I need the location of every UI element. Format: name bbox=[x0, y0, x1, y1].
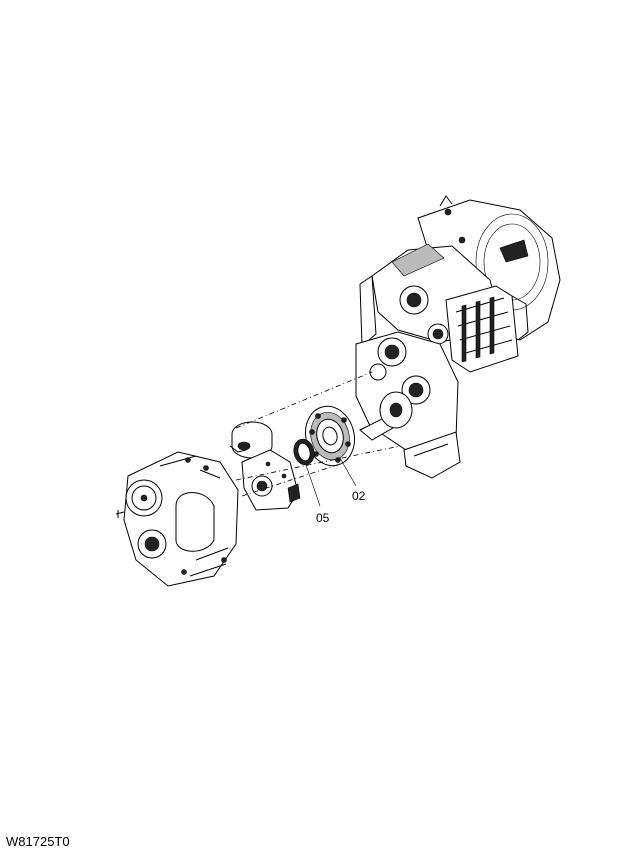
coupling-flange-02 bbox=[305, 405, 355, 467]
callout-02: 02 bbox=[352, 489, 366, 503]
assembly-centerlines bbox=[235, 371, 401, 497]
leader-line-02 bbox=[339, 457, 357, 487]
callout-05: 05 bbox=[316, 511, 330, 525]
drawing-code: W81725T0 bbox=[6, 834, 70, 849]
leader-line-05 bbox=[305, 464, 321, 507]
yoke-bearing-parts bbox=[229, 421, 301, 511]
transmission-housing bbox=[355, 195, 561, 479]
seal-ring-05 bbox=[293, 438, 315, 466]
transfer-gearbox bbox=[115, 451, 239, 587]
